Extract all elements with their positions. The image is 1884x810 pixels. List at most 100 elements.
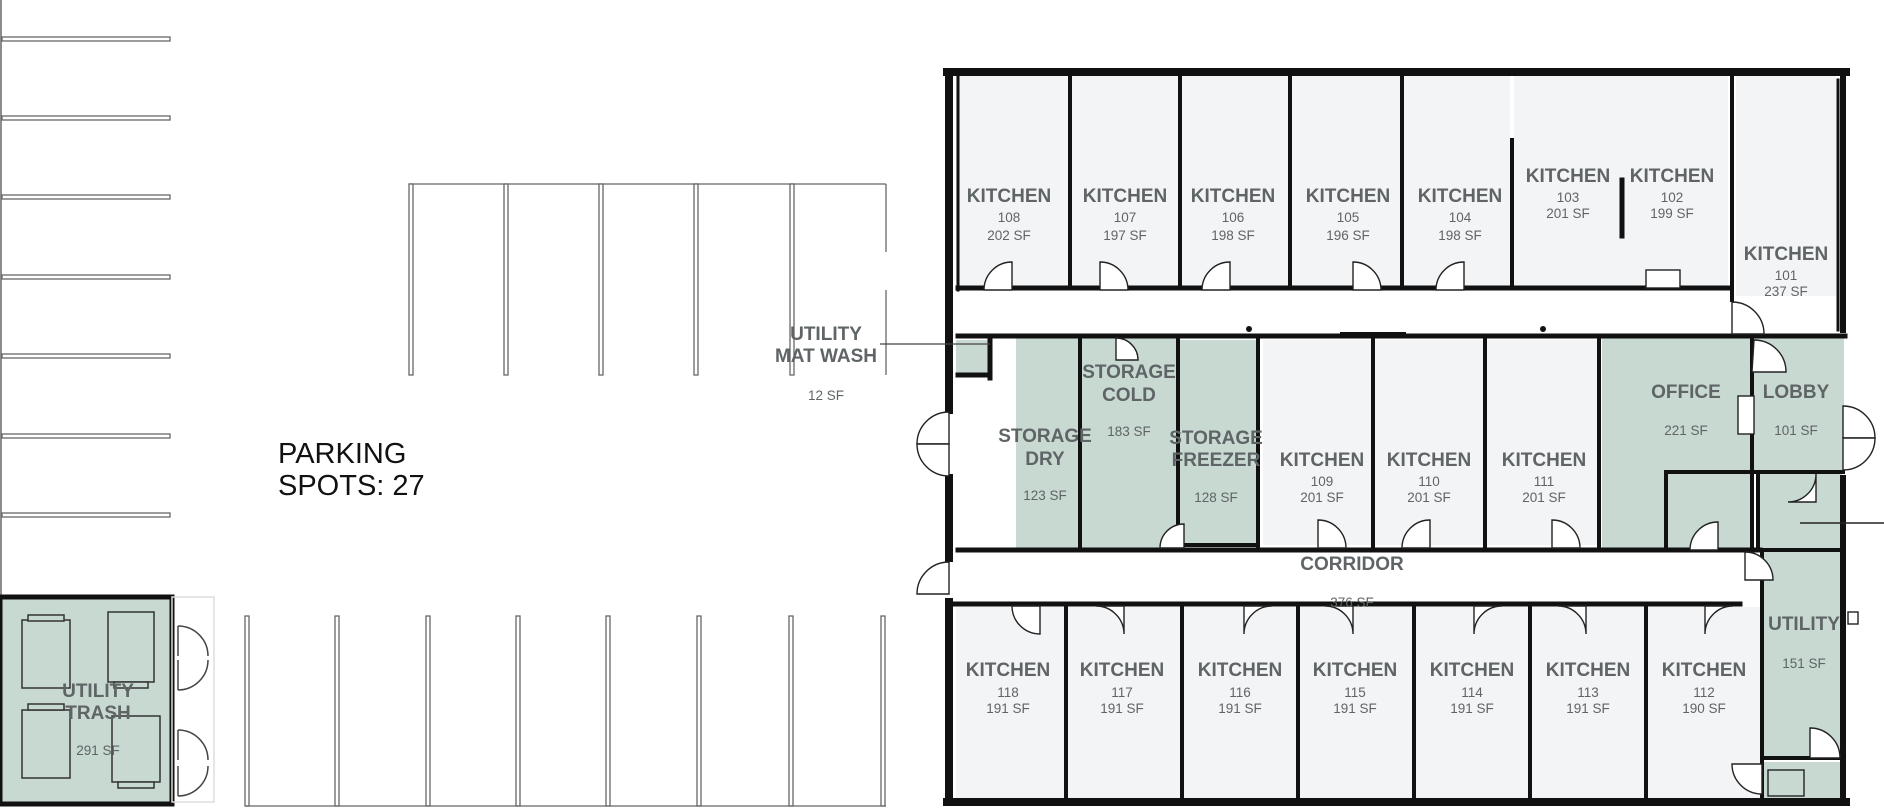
kitchen-name: KITCHEN [967, 186, 1051, 207]
kitchen-number: 108 [998, 210, 1021, 225]
trash-enclosure-gates [171, 596, 215, 803]
kitchen-107: KITCHEN 107 197 SF [1083, 186, 1167, 243]
lobby-area: 101 SF [1774, 423, 1818, 438]
kitchen-name: KITCHEN [1080, 660, 1164, 681]
utility-mat-wash-label-line1: UTILITY [790, 324, 862, 345]
kitchen-area: 191 SF [1100, 701, 1144, 716]
kitchen-area: 199 SF [1650, 206, 1694, 221]
kitchen-area: 237 SF [1764, 284, 1808, 299]
kitchen-115: KITCHEN 115 191 SF [1313, 660, 1397, 716]
kitchen-108: KITCHEN 108 202 SF [967, 186, 1051, 243]
kitchen-113: KITCHEN 113 191 SF [1546, 660, 1630, 716]
kitchen-name: KITCHEN [1662, 660, 1746, 681]
storage-freezer-label-line2: FREEZER [1172, 450, 1261, 471]
kitchen-area: 190 SF [1682, 701, 1726, 716]
kitchen-number: 104 [1449, 210, 1472, 225]
kitchen-number: 109 [1311, 474, 1334, 489]
walls [943, 68, 1850, 806]
kitchen-116: KITCHEN 116 191 SF [1198, 660, 1282, 716]
kitchen-name: KITCHEN [1526, 166, 1610, 187]
parking-label-line1: PARKING [278, 438, 406, 470]
column-marker [1246, 326, 1252, 332]
kitchen-114: KITCHEN 114 191 SF [1430, 660, 1514, 716]
utility-mat-wash-area: 12 SF [808, 388, 844, 403]
kitchen-area: 191 SF [986, 701, 1030, 716]
parking-stall-lines-left [1, 36, 171, 518]
storage-dry-area: 123 SF [1023, 488, 1067, 503]
kitchen-name: KITCHEN [1306, 186, 1390, 207]
kitchen-area: 201 SF [1407, 490, 1451, 505]
kitchen-number: 106 [1222, 210, 1245, 225]
parking-stall-lines-top [408, 183, 887, 376]
kitchen-106: KITCHEN 106 198 SF [1191, 186, 1275, 243]
utility-label: UTILITY [1768, 614, 1840, 635]
kitchen-name: KITCHEN [1280, 450, 1364, 471]
parking-area: PARKING SPOTS: 27 [0, 0, 887, 807]
kitchen-area: 191 SF [1566, 701, 1610, 716]
lobby-label: LOBBY [1763, 382, 1830, 403]
kitchen-area: 197 SF [1103, 228, 1147, 243]
kitchen-name: KITCHEN [966, 660, 1050, 681]
parking-label-line2: SPOTS: 27 [278, 470, 425, 502]
kitchen-area: 198 SF [1438, 228, 1482, 243]
parking-stall-lines-bottom [244, 615, 886, 807]
kitchen-101: KITCHEN 101 237 SF [1744, 244, 1828, 299]
kitchen-number: 107 [1114, 210, 1137, 225]
column-marker [1540, 326, 1546, 332]
kitchen-118: KITCHEN 118 191 SF [966, 660, 1050, 716]
storage-cold-label-line2: COLD [1102, 385, 1156, 406]
kitchen-109: KITCHEN 109 201 SF [1280, 450, 1364, 505]
kitchen-102: KITCHEN 102 199 SF [1630, 166, 1714, 221]
corridor-label: CORRIDOR [1300, 554, 1404, 575]
kitchen-area: 196 SF [1326, 228, 1370, 243]
kitchen-number: 117 [1111, 685, 1133, 700]
kitchen-name: KITCHEN [1191, 186, 1275, 207]
kitchen-112: KITCHEN 112 190 SF [1662, 660, 1746, 716]
kitchen-number: 111 [1534, 474, 1555, 489]
kitchen-name: KITCHEN [1744, 244, 1828, 265]
storage-dry-label-line1: STORAGE [998, 426, 1092, 447]
kitchen-name: KITCHEN [1502, 450, 1586, 471]
kitchen-105: KITCHEN 105 196 SF [1306, 186, 1390, 243]
corridor-area: 376 SF [1330, 595, 1374, 610]
storage-freezer-label-line1: STORAGE [1169, 428, 1263, 449]
kitchen-name: KITCHEN [1430, 660, 1514, 681]
kitchen-103: KITCHEN 103 201 SF [1526, 166, 1610, 221]
kitchen-number: 114 [1461, 685, 1483, 700]
kitchen-name: KITCHEN [1198, 660, 1282, 681]
kitchen-area: 191 SF [1218, 701, 1262, 716]
kitchen-area: 201 SF [1546, 206, 1590, 221]
storage-freezer-area: 128 SF [1194, 490, 1238, 505]
kitchen-name: KITCHEN [1387, 450, 1471, 471]
office-label: OFFICE [1651, 382, 1721, 403]
kitchen-area: 201 SF [1300, 490, 1344, 505]
kitchen-name: KITCHEN [1313, 660, 1397, 681]
kitchen-number: 118 [997, 685, 1019, 700]
utility-mat-wash-label-line2: MAT WASH [775, 346, 877, 367]
room-fills [956, 76, 1836, 798]
kitchen-number: 102 [1661, 190, 1684, 205]
utility-trash-label-line2: TRASH [65, 703, 130, 724]
kitchen-area: 191 SF [1333, 701, 1377, 716]
dumpster-icons [21, 611, 161, 789]
kitchen-number: 113 [1577, 685, 1599, 700]
kitchen-name: KITCHEN [1418, 186, 1502, 207]
room-labels: UTILITY MAT WASH 12 SF KITCHEN 108 202 S… [775, 166, 1840, 716]
building [880, 68, 1884, 806]
kitchen-name: KITCHEN [1083, 186, 1167, 207]
kitchen-area: 201 SF [1522, 490, 1566, 505]
kitchen-name: KITCHEN [1546, 660, 1630, 681]
kitchen-number: 105 [1337, 210, 1360, 225]
kitchen-number: 116 [1229, 685, 1251, 700]
storage-cold-area: 183 SF [1107, 424, 1151, 439]
kitchen-number: 115 [1344, 685, 1366, 700]
kitchen-104: KITCHEN 104 198 SF [1418, 186, 1502, 243]
kitchen-area: 198 SF [1211, 228, 1255, 243]
kitchen-area: 191 SF [1450, 701, 1494, 716]
kitchen-area: 202 SF [987, 228, 1031, 243]
door-swings [916, 261, 1884, 797]
utility-trash-area: 291 SF [76, 743, 120, 758]
kitchen-117: KITCHEN 117 191 SF [1080, 660, 1164, 716]
kitchen-110: KITCHEN 110 201 SF [1387, 450, 1471, 505]
